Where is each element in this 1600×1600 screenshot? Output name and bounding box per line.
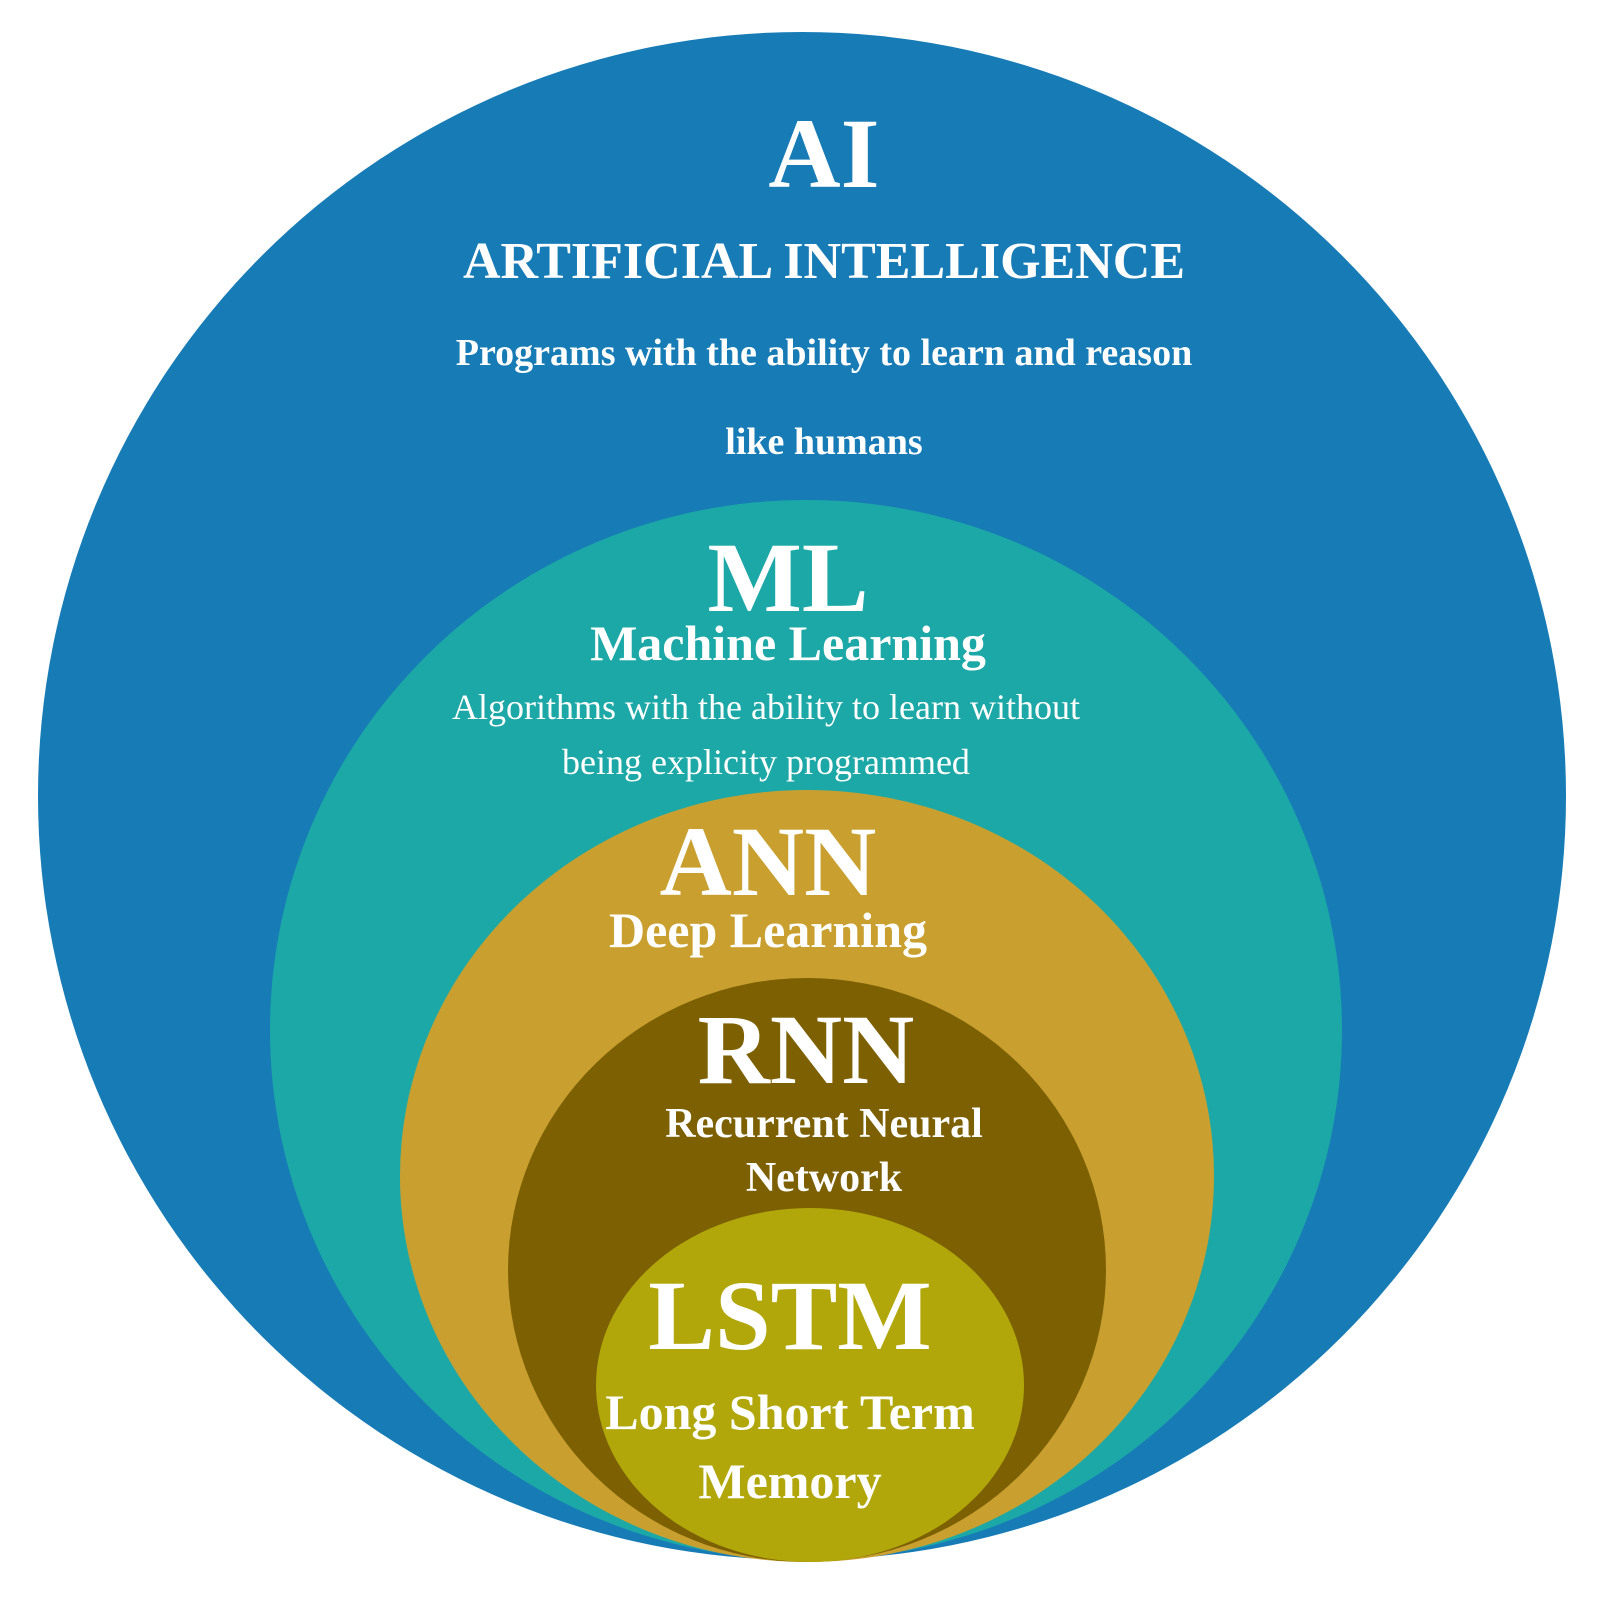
ml-full-name: Machine Learning xyxy=(590,615,986,671)
rnn-abbreviation: RNN xyxy=(697,994,915,1105)
lstm-name-line-2: Memory xyxy=(698,1453,882,1509)
ml-abbreviation: ML xyxy=(707,522,869,633)
rnn-name-line-1: Recurrent Neural xyxy=(665,1101,983,1147)
lstm-name-line-1: Long Short Term xyxy=(605,1384,975,1440)
ann-full-name: Deep Learning xyxy=(608,902,928,958)
rnn-name-line-2: Network xyxy=(745,1155,903,1201)
ai-description-line-2: like humans xyxy=(725,421,923,463)
lstm-circle xyxy=(596,1208,1024,1562)
lstm-abbreviation: LSTM xyxy=(648,1260,932,1371)
ai-full-name: ARTIFICIAL INTELLIGENCE xyxy=(462,233,1186,290)
ml-description-line-2: being explicity programmed xyxy=(562,742,970,782)
ann-abbreviation: ANN xyxy=(659,806,877,917)
ml-description-line-1: Algorithms with the ability to learn wit… xyxy=(452,687,1080,727)
ai-abbreviation: AI xyxy=(768,98,880,209)
ai-description-line-1: Programs with the ability to learn and r… xyxy=(455,332,1193,374)
